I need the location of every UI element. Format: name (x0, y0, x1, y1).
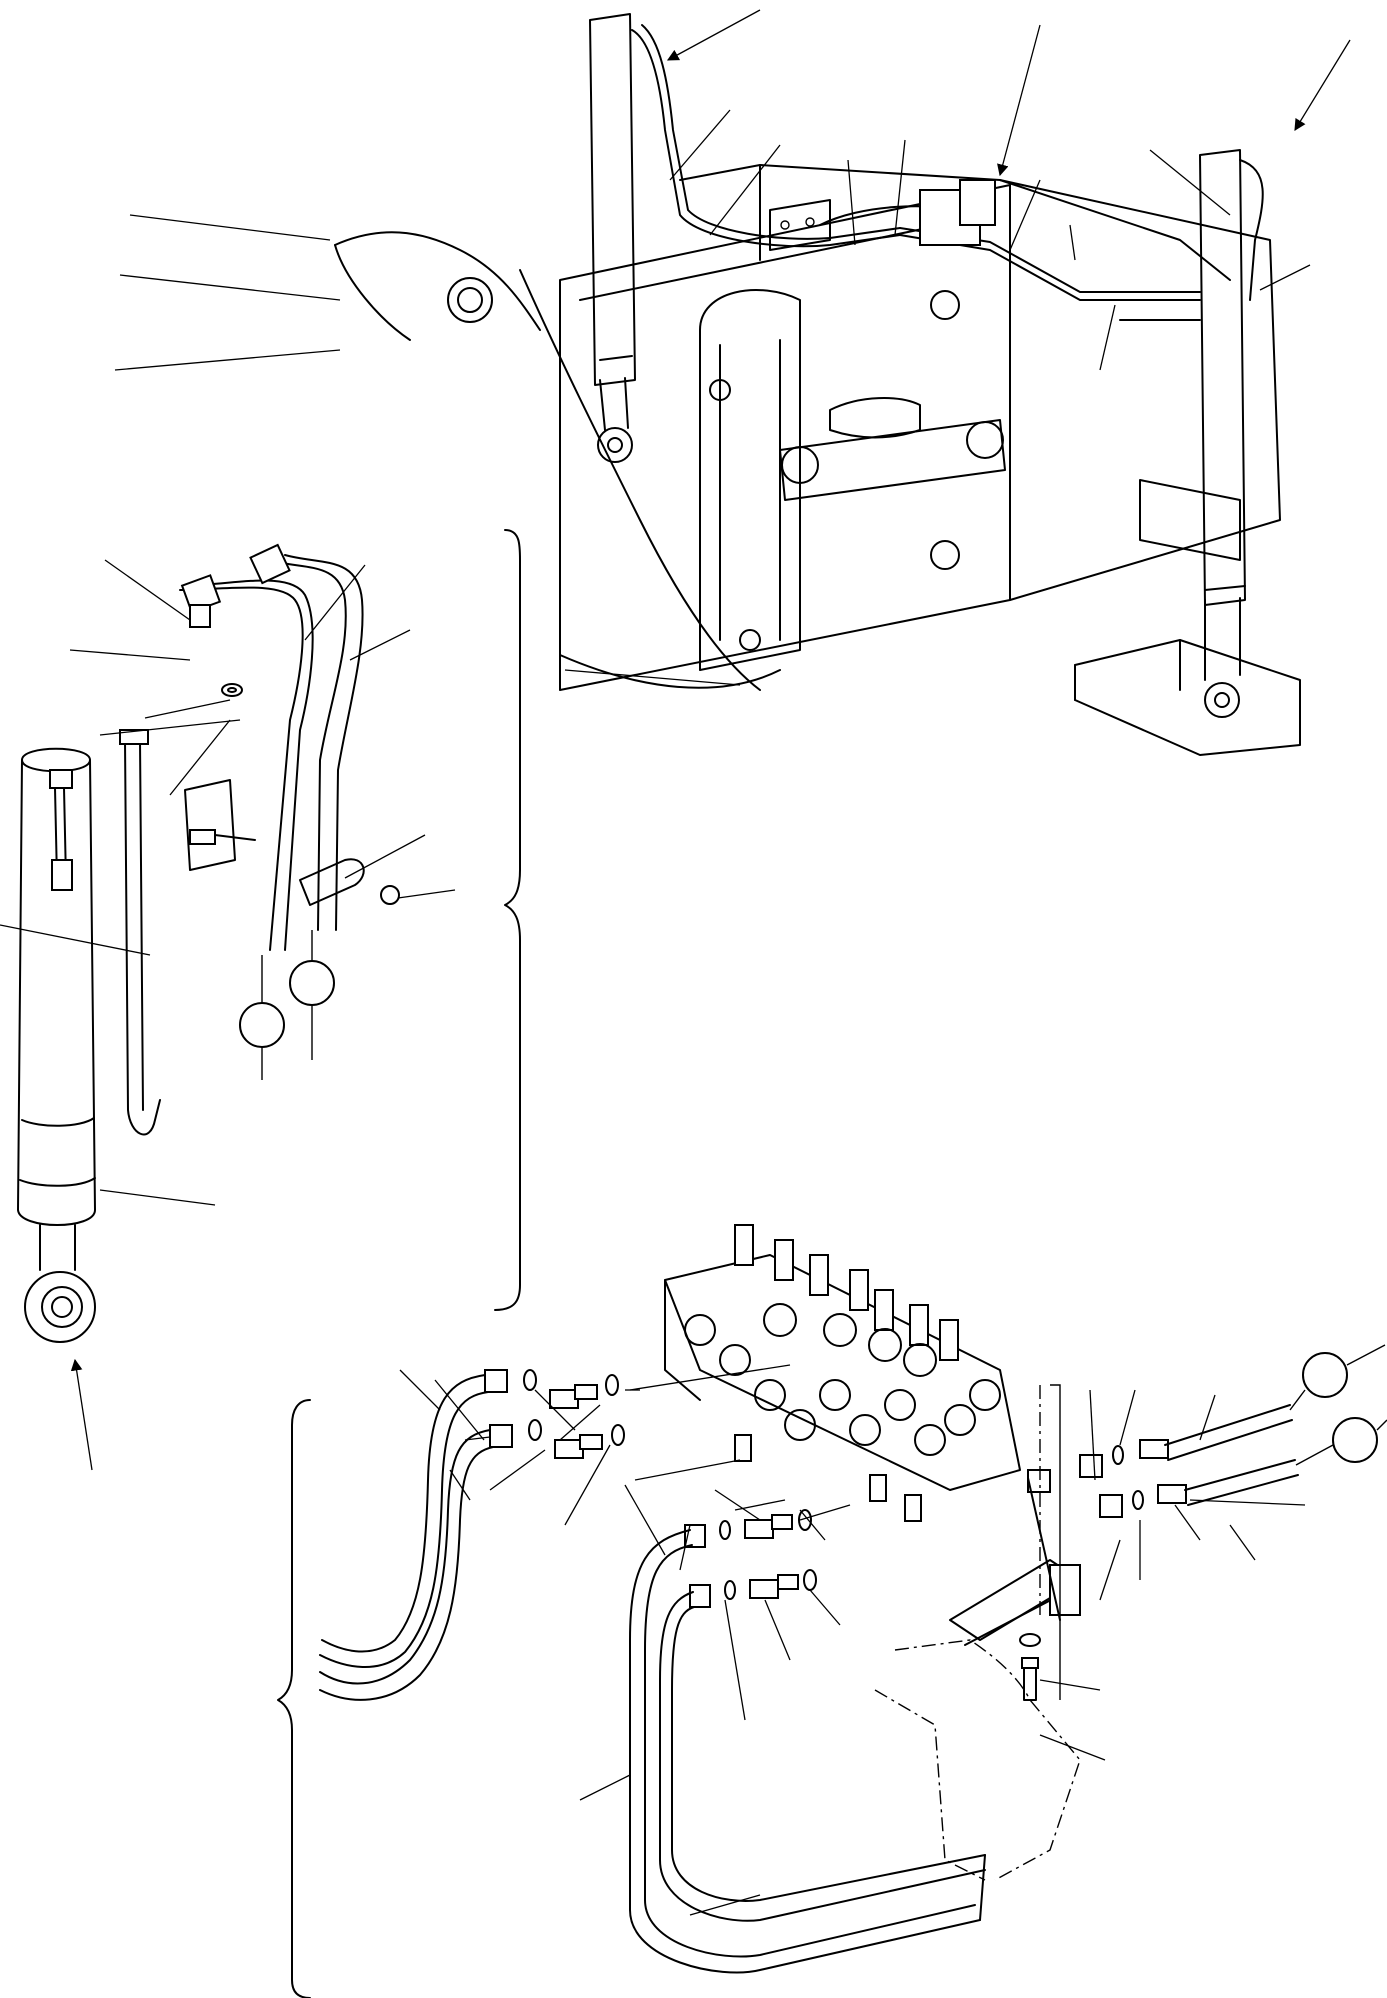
bottom-leader-lines (400, 1365, 1305, 1915)
left-brace (495, 530, 520, 1310)
machine-frame-assembly (335, 14, 1300, 755)
top-leader-lines (115, 110, 1310, 685)
control-valve-assembly (665, 1225, 1020, 1521)
left-fittings (485, 1370, 624, 1458)
stabiliser-cylinder-exploded (18, 545, 399, 1342)
bottom-brace (278, 1400, 310, 1998)
left-leader-lines (0, 560, 455, 1205)
left-hose-pair (320, 1375, 493, 1700)
middle-fittings (685, 1510, 816, 1607)
dashed-centerlines (875, 1385, 1080, 1880)
top-arrows (666, 10, 1350, 177)
bottom-hose-loop (630, 1530, 985, 1973)
right-fittings (950, 1345, 1387, 1700)
valve-ports (685, 1315, 1000, 1455)
cylinder-arrow (70, 1358, 92, 1470)
valve-spools (735, 1225, 958, 1376)
